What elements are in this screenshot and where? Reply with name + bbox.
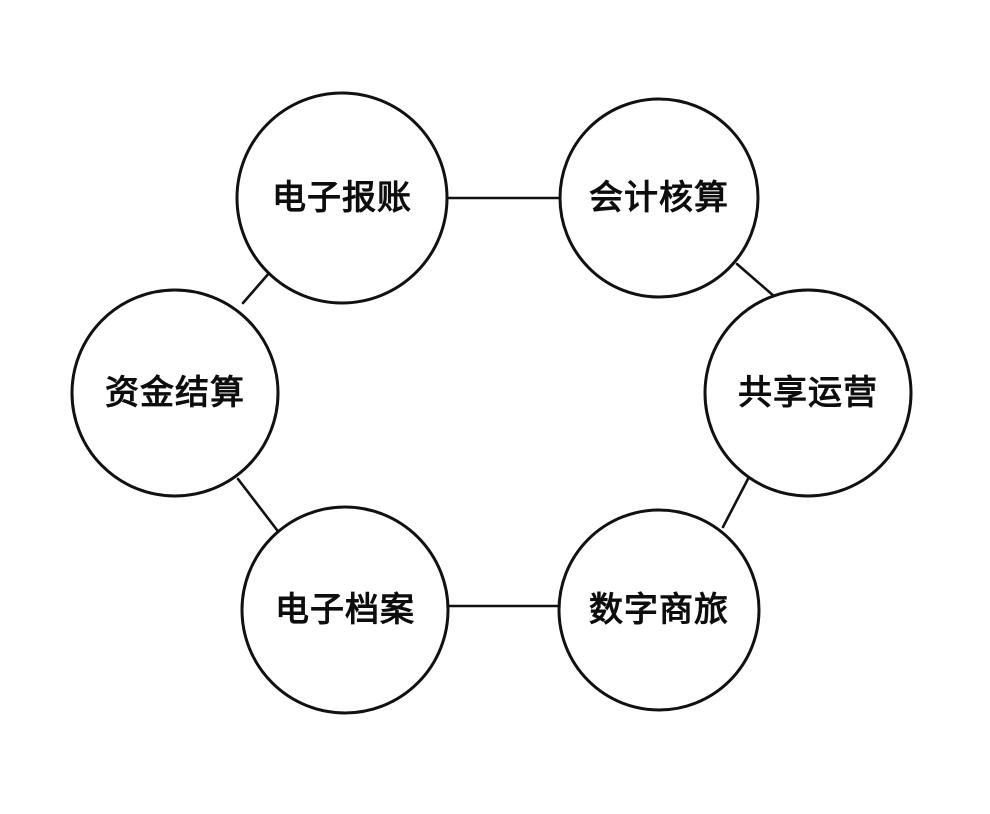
node-label-dianzidangan: 电子档案 <box>275 590 415 630</box>
node-label-dianzibaozhang: 电子报账 <box>272 178 412 218</box>
node-circle-kuaijihesuan[interactable] <box>558 97 760 299</box>
node-kuaijihesuan[interactable]: 会计核算 <box>558 97 760 299</box>
connector-layer <box>236 196 777 608</box>
node-zijinjiesuan[interactable]: 资金结算 <box>70 288 280 498</box>
node-circle-zijinjiesuan[interactable] <box>70 288 280 498</box>
node-gongxiangyunying[interactable]: 共享运营 <box>703 288 913 498</box>
node-dianzibaozhang[interactable]: 电子报账 <box>235 91 449 305</box>
node-label-kuaijihesuan: 会计核算 <box>589 178 729 218</box>
node-label-gongxiangyunying: 共享运营 <box>738 373 878 413</box>
node-circle-dianzibaozhang[interactable] <box>235 91 449 305</box>
node-label-zijinjiesuan: 资金结算 <box>105 373 245 413</box>
connector-zijinjiesuan-to-dianzibaozhang <box>241 270 272 305</box>
node-label-shuzishanglv: 数字商旅 <box>589 590 729 630</box>
connector-gongxiangyunying-to-shuzishanglv <box>721 475 751 529</box>
connector-kuaijihesuan-to-gongxiangyunying <box>735 262 777 299</box>
node-circle-shuzishanglv[interactable] <box>557 508 761 712</box>
node-circle-gongxiangyunying[interactable] <box>703 288 913 498</box>
node-dianzidangan[interactable]: 电子档案 <box>240 505 450 715</box>
node-circle-dianzidangan[interactable] <box>240 505 450 715</box>
node-shuzishanglv[interactable]: 数字商旅 <box>557 508 761 712</box>
connector-dianzidangan-to-zijinjiesuan <box>236 477 279 532</box>
